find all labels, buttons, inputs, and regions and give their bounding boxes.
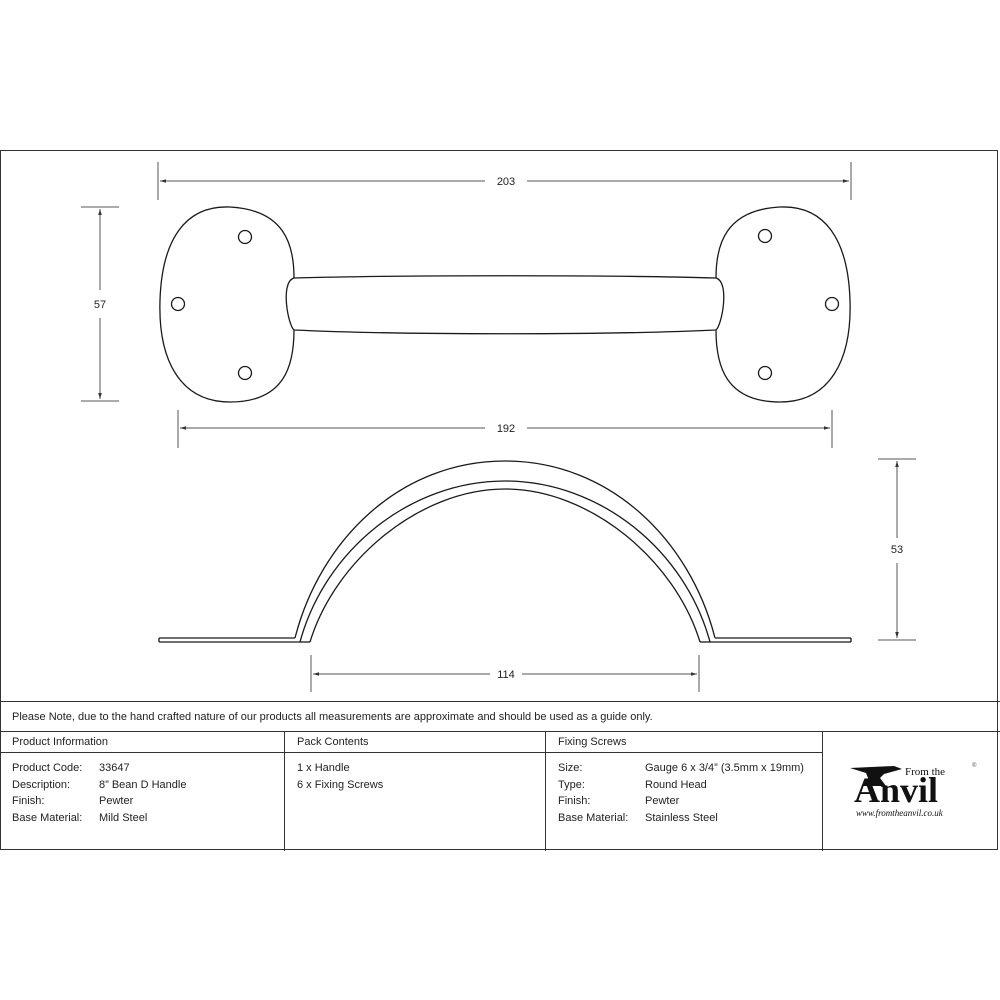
screw-value: Pewter xyxy=(645,795,680,808)
logo-panel xyxy=(823,731,1000,851)
screw-row: Finish: Pewter xyxy=(558,793,822,810)
dimension-inner-width xyxy=(310,655,700,692)
screw-label: Size: xyxy=(558,762,583,775)
info-label: Description: xyxy=(12,778,71,791)
dim-label-overall: 203 xyxy=(497,176,515,188)
info-row: Base Material: Mild Steel xyxy=(12,810,284,827)
screw-row: Type: Round Head xyxy=(558,777,822,794)
dim-label-inner-width: 114 xyxy=(497,669,515,681)
screw-hole-icon xyxy=(824,296,840,312)
screw-value: Gauge 6 x 3/4” (3.5mm x 19mm) xyxy=(645,762,804,775)
left-backplate xyxy=(159,206,295,403)
screw-hole-icon xyxy=(237,365,253,381)
dimension-hole-centres xyxy=(177,410,833,448)
info-row: Description: 8” Bean D Handle xyxy=(12,777,284,794)
handle-plan-view xyxy=(159,206,851,403)
info-label: Product Code: xyxy=(12,762,83,775)
from-the-anvil-logo: From the Anvil ® www.fromtheanvil.co.uk xyxy=(848,760,980,822)
product-information-header: Product Information xyxy=(0,732,284,753)
pack-item: 1 x Handle xyxy=(297,762,350,775)
fixing-screws-panel: Fixing Screws Size: Gauge 6 x 3/4” (3.5m… xyxy=(546,731,823,851)
logo-brand: Anvil xyxy=(854,770,939,810)
info-value: 8” Bean D Handle xyxy=(99,778,187,791)
screw-label: Finish: xyxy=(558,795,591,808)
dim-label-projection: 53 xyxy=(891,544,903,556)
registered-mark: ® xyxy=(972,763,977,769)
info-label: Finish: xyxy=(12,795,45,808)
screw-hole-icon xyxy=(170,296,186,312)
logo-url: www.fromtheanvil.co.uk xyxy=(856,808,943,818)
fixing-screws-header: Fixing Screws xyxy=(546,732,822,753)
measurement-disclaimer: Please Note, due to the hand crafted nat… xyxy=(0,701,1000,731)
pack-item: 6 x Fixing Screws xyxy=(297,778,384,791)
info-value: Mild Steel xyxy=(99,811,148,824)
info-label: Base Material: xyxy=(12,811,83,824)
screw-value: Stainless Steel xyxy=(645,811,718,824)
screw-row: Size: Gauge 6 x 3/4” (3.5mm x 19mm) xyxy=(558,760,822,777)
info-value: 33647 xyxy=(99,762,130,775)
logo-from-the: From the xyxy=(905,766,946,778)
product-information-panel: Product Information Product Code: 33647 … xyxy=(0,731,285,851)
screw-hole-icon xyxy=(757,228,773,244)
dimension-plate-height xyxy=(81,206,119,402)
info-value: Pewter xyxy=(99,795,134,808)
pack-contents-header: Pack Contents xyxy=(285,732,545,753)
dimension-projection xyxy=(878,458,916,641)
screw-label: Base Material: xyxy=(558,811,629,824)
pack-contents-panel: Pack Contents 1 x Handle 6 x Fixing Scre… xyxy=(285,731,546,851)
screw-value: Round Head xyxy=(645,778,707,791)
screw-label: Type: xyxy=(558,778,585,791)
dim-label-plate-height: 57 xyxy=(94,299,106,311)
screw-hole-icon xyxy=(237,229,253,245)
info-row: Product Code: 33647 xyxy=(12,760,284,777)
screw-row: Base Material: Stainless Steel xyxy=(558,810,822,827)
right-backplate xyxy=(715,206,851,403)
handle-side-view xyxy=(158,460,852,643)
dimension-overall-length xyxy=(157,162,852,200)
screw-hole-icon xyxy=(757,365,773,381)
dim-label-hole-centres: 192 xyxy=(497,423,515,435)
drawing-sheet-border xyxy=(0,150,998,850)
info-row: Finish: Pewter xyxy=(12,793,284,810)
anvil-icon xyxy=(850,766,902,786)
grip-bar xyxy=(285,275,725,335)
